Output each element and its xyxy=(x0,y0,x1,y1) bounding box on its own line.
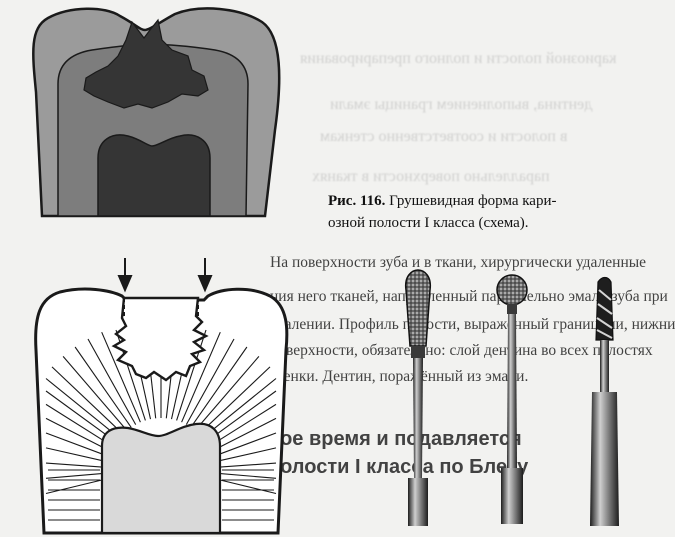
dentin-tubule-line xyxy=(101,331,141,423)
dentin-tubule-line xyxy=(74,346,132,428)
dentin-tubule-line xyxy=(212,472,277,479)
dentin-tubule-line xyxy=(194,356,260,431)
pear-shaped-cavity xyxy=(111,296,209,382)
pulp-chamber xyxy=(97,134,211,217)
dentin-tubule-line xyxy=(45,432,111,458)
direction-arrows xyxy=(117,258,213,293)
caption-text-line2: озной полости I класса (схема). xyxy=(328,215,529,231)
body-text-line: ния него тканей, направленный параллельн… xyxy=(270,288,668,305)
arrow-down-icon xyxy=(117,258,133,293)
body-text-line: поверхности, обязательно: слой дентина в… xyxy=(270,342,653,359)
dentin-tubule-line xyxy=(211,432,277,458)
body-text-line: На поверхности зуба и в ткани, хирургиче… xyxy=(270,254,647,271)
dentin-tubule-line xyxy=(176,329,207,421)
dentin-tubule-line xyxy=(45,472,110,479)
body-text-line: стенки. Дентин, поражённый из эмали. xyxy=(270,368,529,385)
figure-caption: Рис. 116. Грушевидная форма кари- озной … xyxy=(328,190,668,234)
dentin-tubule-line xyxy=(185,338,235,425)
caries-lesion xyxy=(83,18,209,109)
dentin-tubule-line xyxy=(45,447,110,463)
tooth-prepared-cavity-diagram xyxy=(34,287,289,535)
dentin-tubule-line xyxy=(45,477,110,495)
dentin-tubule-line xyxy=(181,331,221,423)
dentin-tubule-line xyxy=(198,366,271,435)
figure-number: Рис. 116. xyxy=(328,193,386,209)
dentin-tubule-line xyxy=(212,477,277,495)
caption-text-line1: Грушевидная форма кари- xyxy=(389,193,557,209)
dentin-tubule-line xyxy=(45,378,121,439)
fissure-carbide-bur xyxy=(590,276,619,526)
section-heading: полости I класса по Блеку xyxy=(268,456,529,478)
dentin-tubule-line xyxy=(212,447,277,463)
dentin-tubule-line xyxy=(212,462,277,469)
dentin-tubule-line xyxy=(87,338,137,425)
round-diamond-bur xyxy=(496,274,528,524)
pulp-chamber xyxy=(100,422,222,535)
tooth-carious-diagram xyxy=(32,7,281,218)
section-heading: ное время и подавляется xyxy=(268,428,522,450)
dentin-tubule-line xyxy=(190,346,248,428)
dentin-tubule-line xyxy=(62,356,128,431)
pear-shaped-diamond-bur xyxy=(404,269,432,526)
dentin-tubule-line xyxy=(45,462,110,469)
dental-burs xyxy=(404,269,619,526)
dentin-tubule-line xyxy=(51,366,124,435)
arrow-down-icon xyxy=(197,258,213,293)
body-text-line: удалении. Профиль полости, выраженный гр… xyxy=(270,316,675,333)
